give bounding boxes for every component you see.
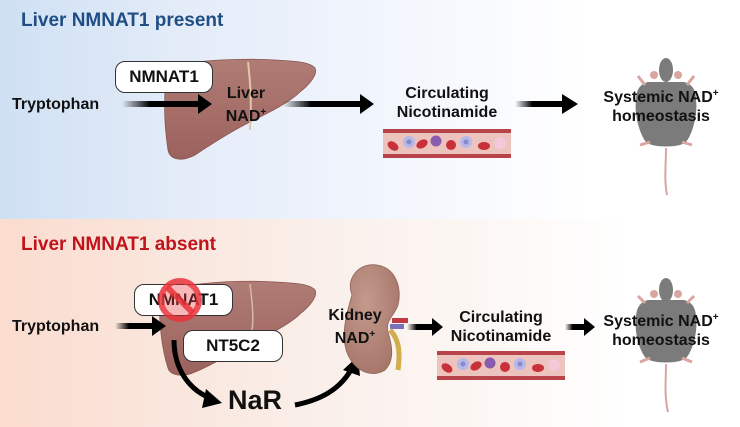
label-circulating-nicotinamide-top: Circulating Nicotinamide — [383, 84, 511, 122]
label-tryptophan-top: Tryptophan — [12, 96, 100, 113]
mouse-icon-top — [635, 58, 697, 196]
label-liver-nad: Liver NAD+ — [222, 84, 270, 126]
panel-title-present: Liver NMNAT1 present — [21, 10, 224, 31]
label-liver: Liver — [226, 85, 266, 102]
enzyme-nt5c2: NT5C2 — [183, 330, 283, 362]
panel-title-absent: Liver NMNAT1 absent — [21, 234, 216, 255]
label-kidney-nad: Kidney NAD+ — [326, 306, 384, 348]
label-nad: NAD — [334, 330, 370, 347]
enzyme-nmnat1-top: NMNAT1 — [115, 61, 213, 93]
blood-vessel-icon-bottom — [437, 351, 565, 380]
arrow-circulating-to-systemic-top — [515, 101, 565, 107]
arrow-circulating-to-systemic-bottom — [565, 324, 587, 330]
label-nicotinamide: Nicotinamide — [450, 328, 552, 345]
label-tryptophan-bottom: Tryptophan — [12, 318, 100, 335]
blood-vessel-icon-top — [383, 129, 511, 158]
panel-liver-nmnat1-present — [0, 0, 740, 219]
label-nicotinamide: Nicotinamide — [396, 104, 498, 121]
arrow-liver-to-nar — [171, 339, 212, 401]
arrow-tryptophan-to-liver-bottom — [115, 323, 155, 329]
arrow-tryptophan-to-liver-top — [122, 101, 202, 107]
label-kidney: Kidney — [328, 307, 382, 324]
label-circulating: Circulating — [459, 309, 543, 326]
label-systemic-nad: Systemic NAD — [603, 89, 713, 106]
superscript-plus: + — [260, 107, 267, 118]
superscript-plus: + — [369, 329, 376, 340]
label-systemic-homeostasis-bottom: Systemic NAD+ homeostasis — [596, 308, 726, 350]
label-nar: NaR — [228, 385, 283, 415]
label-systemic-homeostasis-top: Systemic NAD+ homeostasis — [596, 84, 726, 126]
kidney-icon — [343, 264, 408, 374]
blocked-icon — [158, 278, 202, 322]
label-systemic-nad: Systemic NAD — [603, 313, 713, 330]
label-homeostasis: homeostasis — [612, 332, 710, 349]
arrow-kidney-to-circulating — [407, 324, 435, 330]
superscript-plus: + — [712, 88, 719, 99]
label-nad: NAD — [225, 108, 261, 125]
arrow-liver-to-circulating — [283, 101, 363, 107]
arrow-nar-to-kidney — [294, 366, 355, 408]
label-homeostasis: homeostasis — [612, 108, 710, 125]
label-circulating-nicotinamide-bottom: Circulating Nicotinamide — [437, 308, 565, 346]
label-circulating: Circulating — [405, 85, 489, 102]
superscript-plus: + — [712, 312, 719, 323]
mouse-icon-bottom — [635, 278, 697, 413]
